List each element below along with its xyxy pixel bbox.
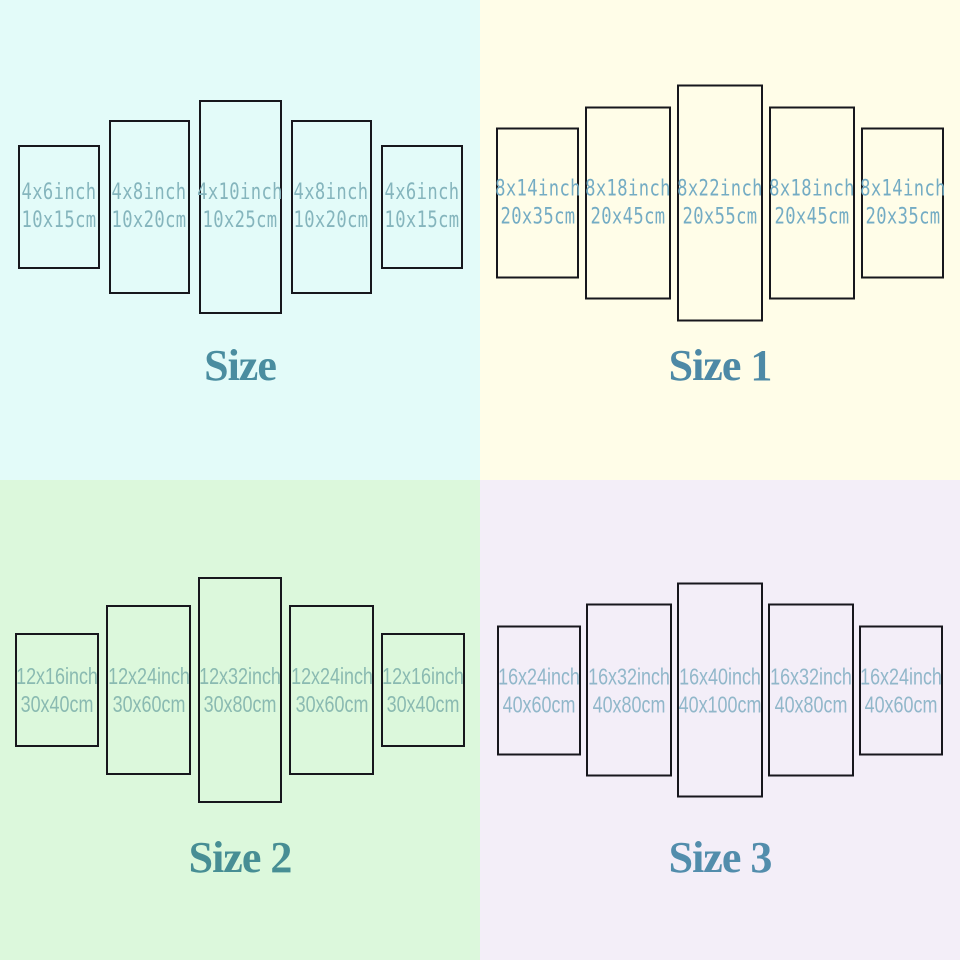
canvas-panel: 16x24inch 40x60cm [497, 625, 581, 755]
canvas-panel: 12x16inch 30x40cm [381, 633, 465, 747]
panel-size-label: 12x32inch 30x80cm [199, 662, 281, 718]
canvas-panel: 4x6inch 10x15cm [17, 145, 100, 269]
panel-cm-text: 20x35cm [499, 204, 576, 229]
panel-cm-text: 20x45cm [590, 204, 666, 229]
panel-cm-text: 20x55cm [682, 204, 758, 229]
panel-size-label: 12x24inch 30x60cm [291, 662, 373, 718]
panel-cm-text: 20x35cm [864, 204, 941, 229]
panel-inch-text: 8x22inch [677, 176, 763, 201]
panel-row: 12x16inch 30x40cm 12x24inch 30x60cm 12x3… [0, 577, 480, 803]
panel-cm-text: 30x40cm [20, 691, 94, 717]
panel-inch-text: 12x16inch [382, 663, 464, 689]
canvas-panel: 12x32inch 30x80cm [198, 577, 282, 803]
panel-inch-text: 4x8inch [293, 180, 369, 205]
canvas-panel: 8x18inch 20x45cm [585, 106, 671, 300]
panel-size-label: 12x16inch 30x40cm [16, 662, 98, 718]
canvas-panel: 12x24inch 30x60cm [289, 605, 374, 775]
panel-size-label: 8x14inch 20x35cm [495, 175, 581, 231]
panel-cm-text: 40x80cm [592, 691, 666, 717]
panel-inch-text: 12x24inch [107, 663, 190, 689]
panel-size-label: 16x24inch 40x60cm [498, 662, 580, 718]
panel-size-label: 12x16inch 30x40cm [382, 662, 464, 718]
panel-cm-text: 40x100cm [678, 691, 762, 717]
panel-inch-text: 8x14inch [494, 176, 581, 201]
quadrant-title: Size 1 [668, 341, 773, 390]
panel-inch-text: 12x16inch [16, 663, 98, 689]
canvas-panel: 12x24inch 30x60cm [106, 605, 191, 775]
panel-size-label: 4x10inch 10x25cm [197, 179, 283, 235]
panel-row: 8x14inch 20x35cm 8x18inch 20x45cm 8x22in… [480, 84, 960, 322]
quadrant-title: Size 3 [668, 833, 773, 882]
panel-inch-text: 4x10inch [197, 180, 283, 205]
panel-row: 4x6inch 10x15cm 4x8inch 10x20cm 4x10inch… [0, 100, 480, 314]
panel-inch-text: 16x24inch [860, 663, 942, 689]
canvas-panel: 4x10inch 10x25cm [197, 100, 283, 314]
panel-cm-text: 40x80cm [774, 691, 848, 717]
panel-size-label: 16x24inch 40x60cm [860, 662, 942, 718]
panel-inch-text: 16x32inch [588, 663, 670, 689]
panel-size-label: 16x32inch 40x80cm [770, 662, 852, 718]
canvas-panel: 4x6inch 10x15cm [380, 145, 463, 269]
panel-cm-text: 10x15cm [20, 208, 97, 233]
panel-cm-text: 40x60cm [502, 691, 576, 717]
panel-inch-text: 4x6inch [383, 180, 460, 205]
canvas-panel: 16x32inch 40x80cm [586, 603, 672, 777]
quadrant-title: Size [204, 341, 277, 390]
panel-size-label: 8x14inch 20x35cm [860, 175, 946, 231]
panel-size-label: 8x18inch 20x45cm [585, 175, 671, 231]
panel-size-label: 8x22inch 20x55cm [677, 175, 763, 231]
panel-row: 16x24inch 40x60cm 16x32inch 40x80cm 16x4… [480, 582, 960, 798]
panel-inch-text: 16x40inch [679, 663, 761, 689]
panel-size-label: 12x24inch 30x60cm [108, 662, 190, 718]
panel-inch-text: 16x24inch [498, 663, 580, 689]
panel-inch-text: 8x18inch [585, 176, 671, 201]
panel-size-label: 8x18inch 20x45cm [769, 175, 855, 231]
panel-size-label: 4x6inch 10x15cm [21, 179, 96, 235]
panel-inch-text: 16x32inch [770, 663, 852, 689]
panel-size-label: 4x6inch 10x15cm [384, 179, 459, 235]
panel-cm-text: 30x40cm [386, 691, 460, 717]
canvas-panel: 4x8inch 10x20cm [108, 120, 190, 294]
quadrant-size: 4x6inch 10x15cm 4x8inch 10x20cm 4x10inch… [0, 0, 480, 480]
canvas-panel: 16x40inch 40x100cm [677, 582, 763, 798]
panel-inch-text: 12x24inch [290, 663, 373, 689]
panel-cm-text: 10x15cm [383, 208, 460, 233]
panel-cm-text: 30x80cm [203, 691, 277, 717]
panel-size-label: 4x8inch 10x20cm [293, 179, 368, 235]
canvas-panel: 16x32inch 40x80cm [768, 603, 854, 777]
canvas-panel: 4x8inch 10x20cm [290, 120, 372, 294]
panel-inch-text: 4x6inch [20, 180, 97, 205]
panel-cm-text: 10x20cm [293, 208, 369, 233]
canvas-panel: 8x14inch 20x35cm [860, 127, 946, 279]
canvas-panel: 8x18inch 20x45cm [769, 106, 855, 300]
panel-cm-text: 20x45cm [774, 204, 850, 229]
panel-inch-text: 8x14inch [859, 176, 946, 201]
quadrant-size-1: 8x14inch 20x35cm 8x18inch 20x45cm 8x22in… [480, 0, 960, 480]
panel-size-label: 4x8inch 10x20cm [111, 179, 186, 235]
canvas-panel: 16x24inch 40x60cm [859, 625, 943, 755]
panel-cm-text: 30x60cm [295, 691, 368, 717]
panel-size-label: 16x32inch 40x80cm [588, 662, 670, 718]
quadrant-size-2: 12x16inch 30x40cm 12x24inch 30x60cm 12x3… [0, 480, 480, 960]
panel-inch-text: 4x8inch [111, 180, 187, 205]
panel-inch-text: 12x32inch [199, 663, 281, 689]
quadrant-size-3: 16x24inch 40x60cm 16x32inch 40x80cm 16x4… [480, 480, 960, 960]
canvas-panel: 12x16inch 30x40cm [15, 633, 99, 747]
panel-cm-text: 40x60cm [864, 691, 938, 717]
panel-cm-text: 30x60cm [112, 691, 185, 717]
panel-size-label: 16x40inch 40x100cm [679, 662, 762, 718]
panel-inch-text: 8x18inch [769, 176, 855, 201]
panel-cm-text: 10x25cm [202, 208, 278, 233]
canvas-panel: 8x14inch 20x35cm [495, 127, 581, 279]
quadrant-title: Size 2 [188, 833, 293, 882]
canvas-panel: 8x22inch 20x55cm [677, 84, 763, 322]
panel-cm-text: 10x20cm [111, 208, 187, 233]
